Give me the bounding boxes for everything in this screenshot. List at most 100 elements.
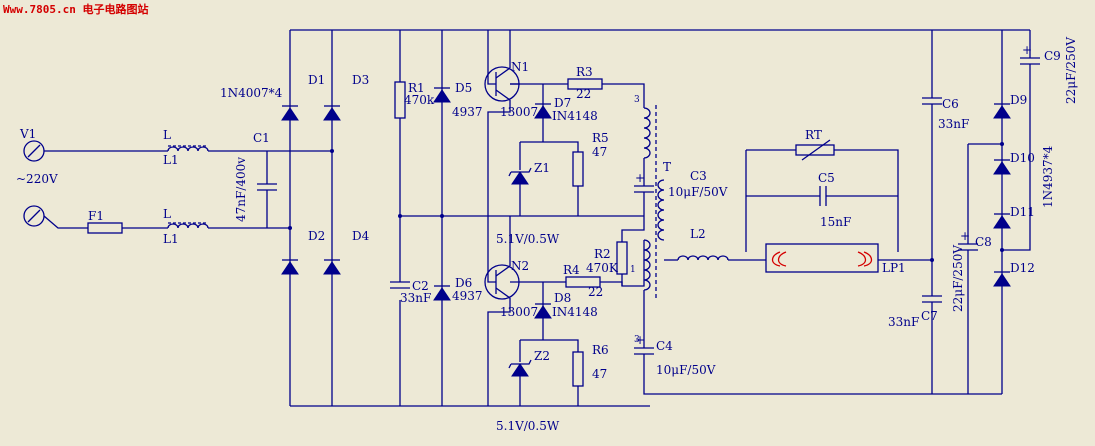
label-pin3b: 3 — [634, 335, 640, 345]
label-r3: R3 — [576, 65, 593, 79]
c4-plus: + — [635, 333, 645, 347]
label-zener1-val: 5.1V/0.5W — [496, 232, 560, 246]
resistor-r1 — [394, 81, 406, 119]
diode-d1 — [281, 105, 299, 121]
label-r5: R5 — [592, 131, 609, 145]
label-c6-val: 33nF — [938, 117, 969, 131]
label-d7: D7 — [554, 96, 571, 110]
label-r6: R6 — [592, 343, 609, 357]
label-r5-val: 47 — [592, 145, 607, 159]
label-c2: C2 — [412, 279, 429, 293]
c9-plus: + — [1022, 43, 1032, 57]
label-c7-val: 33nF — [888, 315, 919, 329]
diode-d10 — [993, 159, 1011, 175]
label-rt: RT — [805, 128, 822, 142]
c3-plus: + — [635, 171, 645, 185]
capacitor-c1 — [257, 151, 277, 228]
label-c4: C4 — [656, 339, 673, 353]
c8-plus: + — [960, 229, 970, 243]
label-n1: N1 — [511, 60, 529, 74]
label-z2: Z2 — [534, 349, 550, 363]
label-r3-val: 22 — [576, 87, 591, 101]
diode-d3 — [323, 105, 341, 121]
capacitor-c6 — [922, 97, 942, 105]
capacitor-c7 — [922, 295, 942, 303]
label-r6-val: 47 — [592, 367, 607, 381]
label-d10: D10 — [1010, 151, 1035, 165]
fuse-f1 — [87, 222, 123, 234]
label-z1: Z1 — [534, 161, 550, 175]
label-l1-bottom: L1 — [163, 232, 179, 246]
label-c5-val: 15nF — [820, 215, 851, 229]
label-d-bank-val: 1N4937*4 — [1041, 145, 1055, 208]
diode-d9 — [993, 103, 1011, 119]
diode-d2 — [281, 259, 299, 275]
label-d3: D3 — [352, 73, 369, 87]
capacitor-c2 — [390, 281, 410, 289]
zener-z2 — [508, 359, 532, 377]
label-c1: C1 — [253, 131, 270, 145]
label-r1: R1 — [408, 81, 425, 95]
zener-z1 — [508, 167, 532, 185]
label-l-bottom: L — [163, 207, 171, 221]
label-zener2-val: 5.1V/0.5W — [496, 419, 560, 433]
label-d1: D1 — [308, 73, 325, 87]
resistor-r5 — [572, 151, 584, 187]
label-r4-val: 22 — [588, 285, 603, 299]
label-d5-val: 4937 — [452, 105, 483, 119]
lamp-lp1 — [765, 243, 879, 273]
label-c8: C8 — [975, 235, 992, 249]
label-c9: C9 — [1044, 49, 1061, 63]
label-r1-val: 470k — [404, 93, 435, 107]
label-l2: L2 — [690, 227, 706, 241]
label-v-in: ~220V — [16, 172, 58, 186]
watermark: Www.7805.cn 电子电路图站 — [3, 2, 148, 16]
label-r4: R4 — [563, 263, 580, 277]
label-c9-val: 22μF/250V — [1064, 37, 1078, 104]
inductor-l2 — [677, 255, 729, 261]
inductor-l1-bottom — [167, 222, 209, 229]
diode-d5 — [433, 87, 451, 103]
label-d2: D2 — [308, 229, 325, 243]
label-n2-val: 13007 — [500, 305, 538, 319]
label-lp1: LP1 — [882, 261, 906, 275]
diode-d6 — [433, 285, 451, 301]
label-pin3a: 3 — [634, 95, 640, 105]
label-n1-val: 13007 — [500, 105, 538, 119]
resistor-r2 — [616, 241, 628, 275]
label-r2-val: 470K — [586, 261, 619, 275]
diode-d4 — [323, 259, 341, 275]
label-c3-val: 10μF/50V — [668, 185, 728, 199]
label-l1-top: L1 — [163, 153, 179, 167]
label-r2: R2 — [594, 247, 611, 261]
label-d11: D11 — [1010, 205, 1035, 219]
label-d12: D12 — [1010, 261, 1035, 275]
label-c5: C5 — [818, 171, 835, 185]
label-d4: D4 — [352, 229, 370, 243]
label-c8-val: 22μF/250V — [951, 245, 965, 312]
thermistor-rt — [795, 144, 835, 156]
label-c7: C7 — [921, 309, 938, 323]
capacitor-c5 — [819, 186, 827, 206]
label-bridge: 1N4007*4 — [220, 86, 283, 100]
inductor-l1-top — [167, 145, 209, 152]
label-c4-val: 10μF/50V — [656, 363, 716, 377]
label-c3: C3 — [690, 169, 707, 183]
label-d8: D8 — [554, 291, 571, 305]
label-d5: D5 — [455, 81, 472, 95]
label-c2-val: 33nF — [400, 291, 431, 305]
label-d9: D9 — [1010, 93, 1027, 107]
label-d6-val: 4937 — [452, 289, 483, 303]
label-d8-val: IN4148 — [552, 305, 598, 319]
label-n2: N2 — [511, 259, 529, 273]
label-pin1: 1 — [630, 265, 636, 275]
label-c1-val: 47nF/400v — [234, 157, 248, 222]
label-d6: D6 — [455, 276, 472, 290]
resistor-r6 — [572, 351, 584, 387]
transformer-t — [643, 105, 665, 300]
label-d7-val: IN4148 — [552, 109, 598, 123]
label-f1: F1 — [88, 209, 104, 223]
label-l-top: L — [163, 128, 171, 142]
label-c6: C6 — [942, 97, 959, 111]
